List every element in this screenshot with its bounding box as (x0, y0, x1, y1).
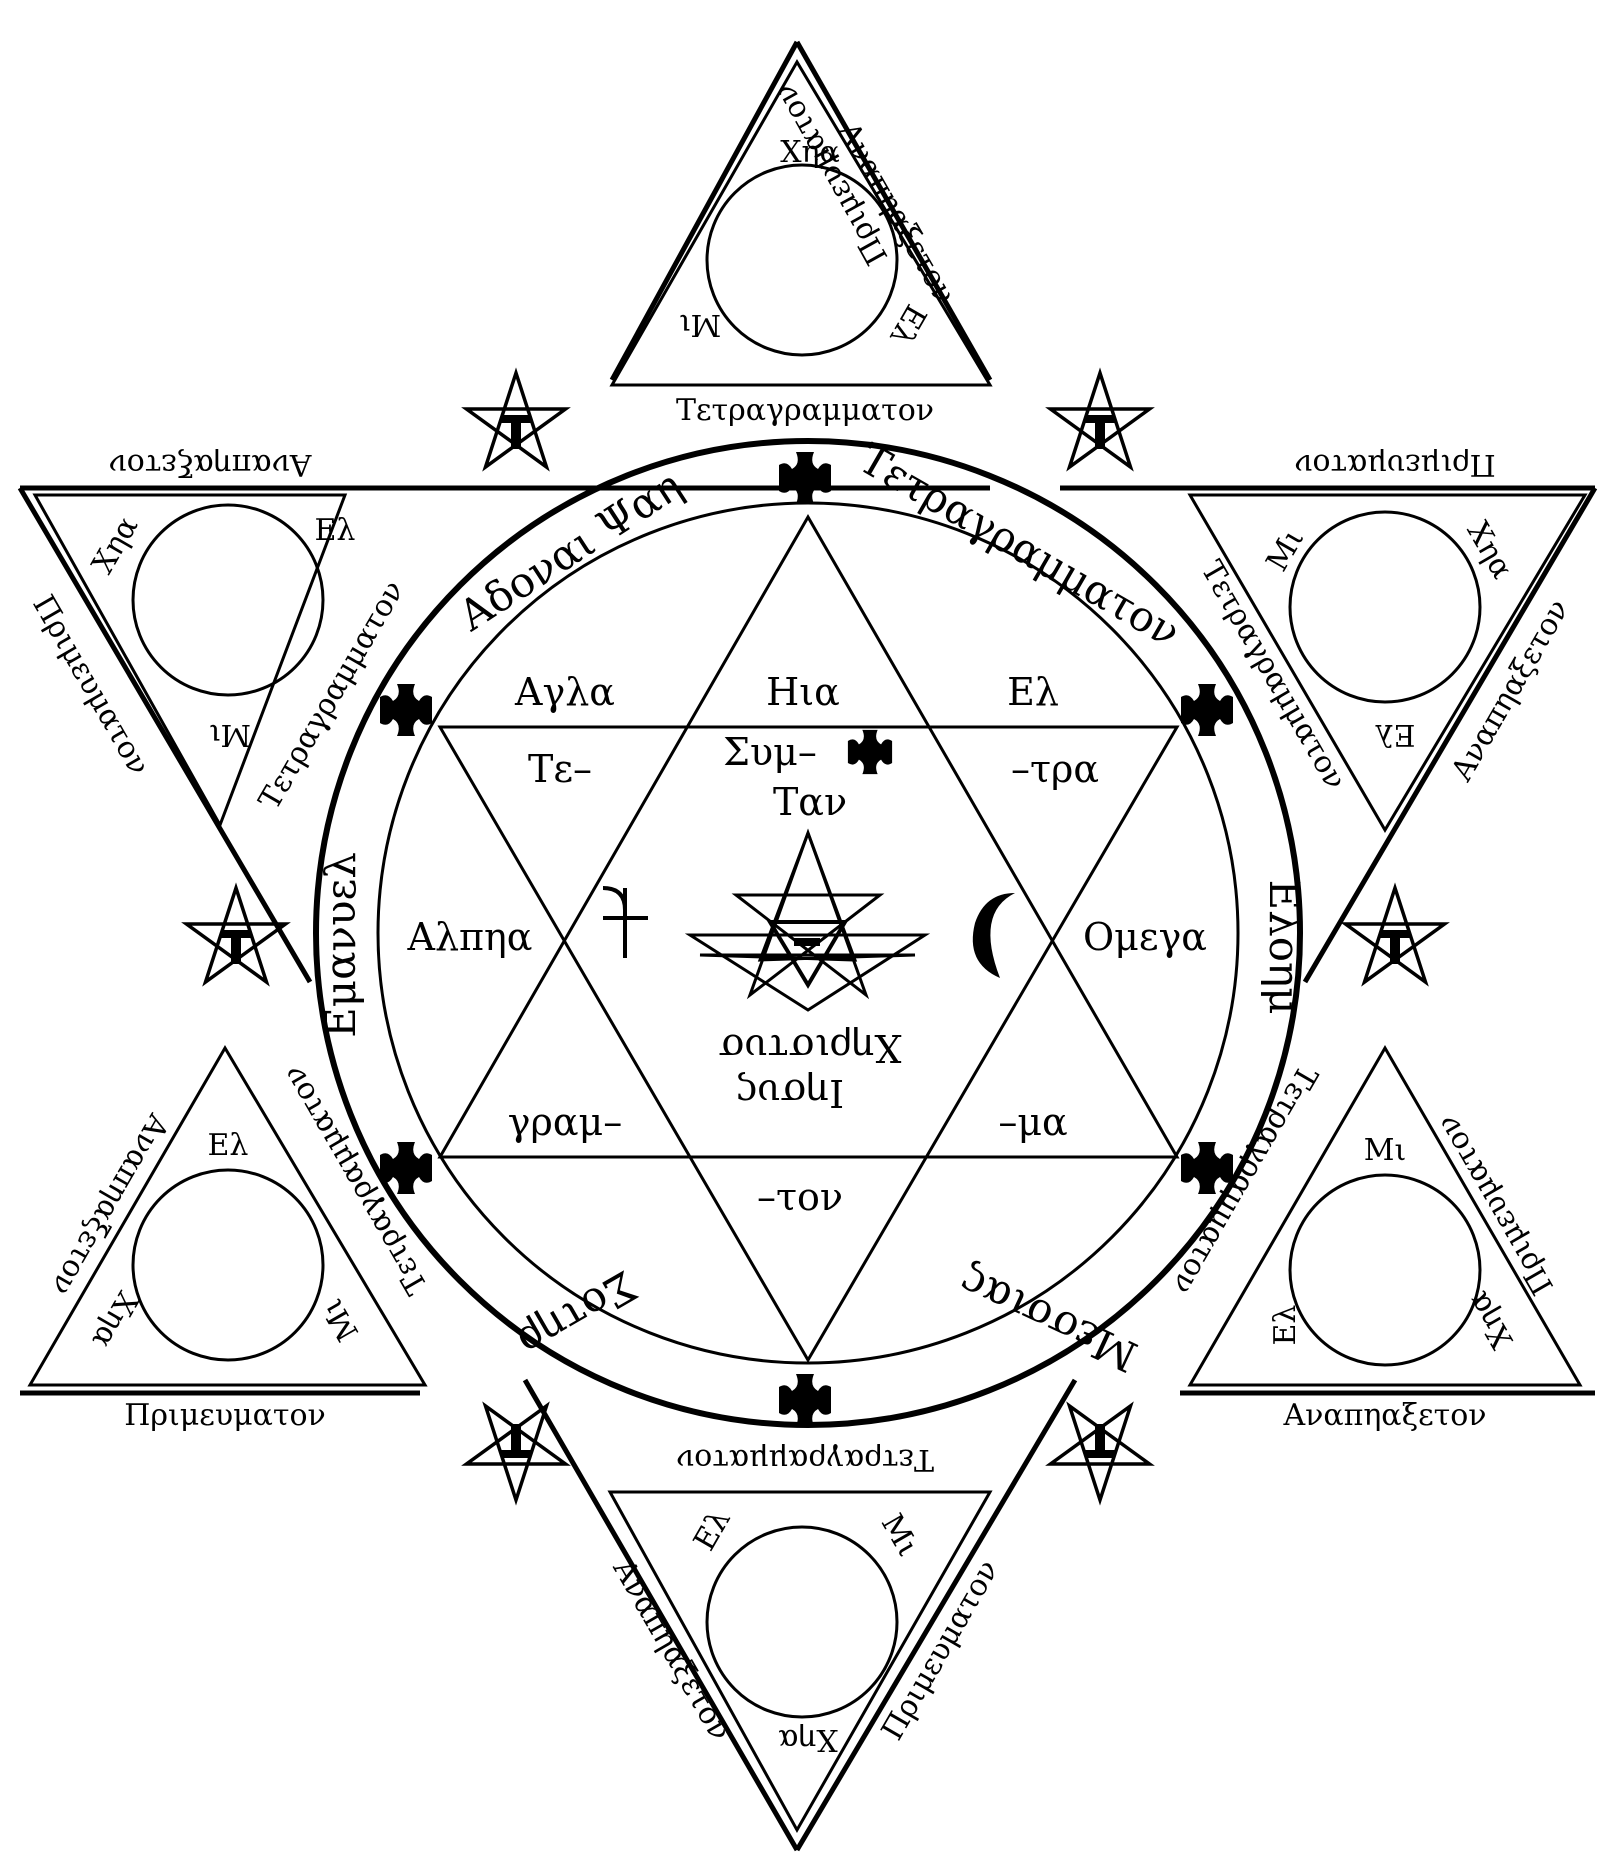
inner-mid-right: –τρα (1011, 747, 1099, 791)
bottom-corner-b: Μι (874, 1508, 926, 1562)
upper-right-corner-c: Ελ (1375, 717, 1416, 752)
pentagram-right (1343, 886, 1447, 984)
outer-line-right-upper (1302, 486, 1598, 984)
triangle-lower-left (27, 1045, 428, 1387)
top-corner-top: Χηα (780, 135, 840, 170)
upper-right-left-text: Τετραγραμματον (1194, 555, 1353, 796)
pentagram-top-left (464, 371, 568, 469)
triangle-lower-right (1187, 1045, 1583, 1387)
inner-left: Αλπηα (407, 915, 533, 959)
bottom-right-text: Πριμευματον (875, 1554, 1006, 1746)
ring-word-left: Εμανυελ (316, 852, 365, 1038)
lower-left-corner-a: Ελ (208, 1128, 249, 1163)
inner-mid-left: Τε– (528, 747, 592, 791)
cross-upper-left (380, 684, 432, 736)
bottom-corner-a: Ελ (687, 1504, 738, 1557)
inner-top-right: Ελ (1007, 670, 1059, 714)
bottom-top-text: Τετραγραμματον (676, 1442, 934, 1477)
pentagram-top-right (1048, 371, 1152, 469)
central-star-overlay (699, 828, 916, 962)
upper-right-corner-a: Μι (1260, 523, 1312, 577)
central-star (684, 828, 931, 1012)
outer-line-left-upper (17, 486, 313, 984)
central-triangle (766, 920, 849, 989)
outer-line-top-left-diag (609, 40, 800, 382)
inner-triangle-up (437, 513, 1180, 1159)
inner-top: Ηια (766, 670, 840, 714)
cross-top (779, 452, 831, 504)
outer-line-top-right-diag (794, 40, 993, 382)
top-base-text: Τετραγραμματον (676, 393, 934, 428)
triangle-bottom (607, 1490, 993, 1834)
upper-left-right-text: Τετραγραμματον (252, 575, 411, 816)
central-mark (794, 938, 820, 946)
circle-lower-right (1288, 1173, 1482, 1367)
outer-line-bottom-right-diag (794, 1378, 1078, 1852)
pentagram-bottom-right (1048, 1404, 1152, 1502)
lower-right-base-text: Αναπηαξετον (1282, 1398, 1486, 1433)
upper-left-corner-c: Μι (209, 717, 251, 752)
upper-left-top-text: Αναπηαξετον (108, 447, 312, 482)
outer-triangles (27, 59, 1588, 1834)
inner-top-left: Αγλα (514, 670, 615, 714)
upper-right-corner-b: Χηα (1460, 516, 1520, 585)
triangle-upper-right (1187, 493, 1588, 833)
symbols (602, 886, 1015, 978)
cross-center (847, 729, 893, 775)
ring-text: Αδοναι Ψαη Τετραγραμματον Ελοημ Μεσσιας … (316, 434, 1309, 1382)
circle-top (705, 163, 899, 357)
inner-low-center-a: Χηριστυσ (718, 1026, 901, 1070)
lower-left-corner-c: Μι (315, 1293, 367, 1347)
lower-right-right-text: Πριμευματον (1430, 1109, 1561, 1301)
cross-bottom (779, 1374, 831, 1426)
lower-right-corner-c: Χηα (1460, 1285, 1520, 1354)
lower-right-corner-a: Μι (1364, 1133, 1406, 1168)
bottom-left-text: Αναπηαξετον (605, 1553, 737, 1747)
jupiter-symbol (602, 886, 648, 958)
inner-right: Ομεγα (1083, 915, 1207, 959)
moon-symbol (972, 893, 1015, 978)
inner-low-right: –μα (998, 1100, 1067, 1144)
triangle-upper-left (32, 493, 348, 829)
circle-bottom (705, 1525, 899, 1719)
triangle-top (609, 59, 993, 387)
top-corner-left: Μι (679, 307, 721, 342)
ring-word-right: Ελοημ (1260, 879, 1309, 1014)
ring-word-top-right: Τετραγραμματον (851, 434, 1188, 657)
circle-lower-left (131, 1168, 325, 1362)
inner-triangle-down (437, 725, 1180, 1363)
cross-upper-right (1181, 684, 1233, 736)
central-star-points (684, 933, 931, 1012)
upper-right-top-text: Πριμευματον (1294, 447, 1496, 482)
inner-center-a: Συμ– (723, 730, 817, 774)
circle-upper-right (1288, 510, 1482, 704)
inner-text: Αγλα Ηια Ελ Τε– Συμ– Ταν –τρα Αλπηα Ομεγ… (407, 670, 1207, 1219)
inner-bottom: –τον (757, 1175, 843, 1219)
central-pentagram (731, 828, 885, 1000)
upper-left-corner-b: Ελ (315, 513, 356, 548)
inner-low-left: γραμ– (508, 1100, 622, 1144)
lower-right-corner-b: Ελ (1268, 1305, 1303, 1346)
inner-center-b: Ταν (773, 780, 847, 824)
outer-line-bottom-left-diag (522, 1378, 800, 1852)
lower-left-base-text: Πριμευματον (124, 1398, 326, 1433)
lower-left-corner-b: Χηα (85, 1285, 145, 1354)
ring-word-lower-left: Σοτηρ (510, 1261, 645, 1367)
inner-low-center-b: Ιησυς (736, 1071, 844, 1115)
circle-upper-left (131, 503, 325, 697)
bottom-corner-c: Χηα (778, 1722, 838, 1757)
pentagram-left (184, 886, 288, 984)
outer-hexagram (17, 40, 1598, 1852)
top-corner-right: Ελ (882, 298, 933, 351)
inner-hexagram (437, 513, 1180, 1363)
outer-circles (131, 163, 1482, 1719)
